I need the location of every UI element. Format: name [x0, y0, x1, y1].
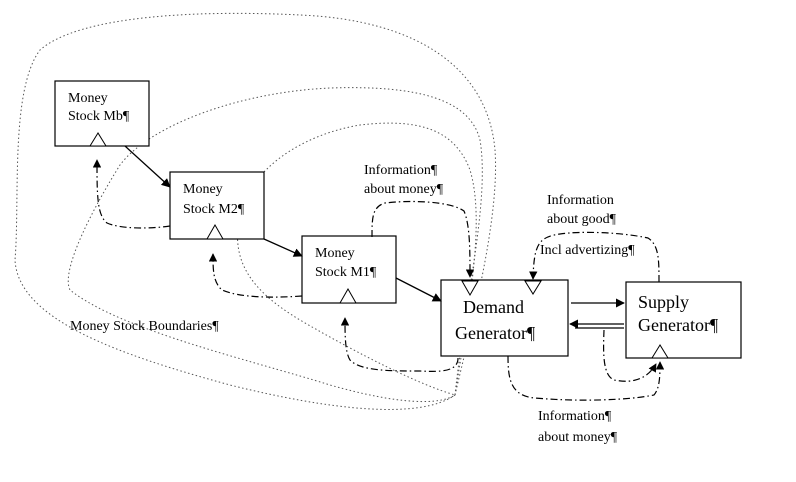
info-about-money-bottom-label: Information¶ about money¶ — [538, 409, 618, 445]
money-stock-m2-line2: Stock M2¶ — [183, 202, 245, 217]
boundary-inner — [237, 122, 477, 396]
arrow-m1-to-demand — [395, 277, 442, 302]
arrow-mb-to-m2 — [124, 145, 171, 188]
info-money-to-demand-top — [371, 200, 475, 278]
money-stock-m1-line1: Money — [315, 246, 355, 261]
info-about-money-top-label: Information¶ about money¶ — [364, 163, 444, 197]
supply-input-port — [651, 344, 669, 359]
info-good-line2: about good¶ — [547, 212, 617, 227]
money-stock-m1-box: Money Stock M1¶ — [301, 235, 397, 304]
feedback-demand-to-m1 — [340, 317, 459, 372]
money-stock-mb-box: Money Stock Mb¶ — [54, 80, 150, 147]
info-money-top-line2: about money¶ — [364, 182, 444, 197]
info-about-good-label: Information about good¶ Incl advertizing… — [540, 193, 635, 258]
info-money-top-line1: Information¶ — [364, 163, 438, 178]
feedback-supply-loop — [602, 329, 657, 382]
demand-generator-line2: Generator¶ — [455, 323, 535, 343]
info-good-line1: Information — [547, 193, 614, 208]
arrow-m2-to-m1 — [263, 238, 303, 257]
feedback-m1-to-m2 — [208, 253, 303, 298]
money-stock-boundaries-label: Money Stock Boundaries¶ — [70, 319, 219, 334]
m2-input-port — [206, 223, 224, 240]
info-money-bottom-line2: about money¶ — [538, 430, 618, 445]
demand-generator-box: Demand Generator¶ — [440, 279, 569, 357]
supply-generator-line2: Generator¶ — [638, 315, 718, 335]
demand-good-info-port — [524, 280, 542, 295]
info-good-line3: Incl advertizing¶ — [540, 243, 635, 258]
m1-input-port — [339, 287, 357, 304]
demand-money-info-port — [461, 280, 479, 297]
info-good-to-demand — [529, 231, 660, 283]
supply-generator-line1: Supply — [638, 292, 689, 312]
money-stock-mb-line1: Money — [68, 91, 108, 106]
money-stock-mb-line2: Stock Mb¶ — [68, 109, 130, 124]
boundary-middle — [67, 87, 483, 403]
demand-generator-line1: Demand — [463, 297, 524, 317]
money-stock-m2-line1: Money — [183, 182, 223, 197]
info-money-bottom-to-supply — [507, 355, 665, 401]
mb-input-port — [89, 132, 107, 147]
money-stock-m1-line2: Stock M1¶ — [315, 265, 377, 280]
supply-generator-box: Supply Generator¶ — [625, 281, 742, 359]
money-stock-m2-box: Money Stock M2¶ — [169, 171, 265, 240]
info-money-bottom-line1: Information¶ — [538, 409, 612, 424]
feedback-m2-to-mb — [92, 159, 171, 229]
boundary-outer — [14, 12, 497, 410]
